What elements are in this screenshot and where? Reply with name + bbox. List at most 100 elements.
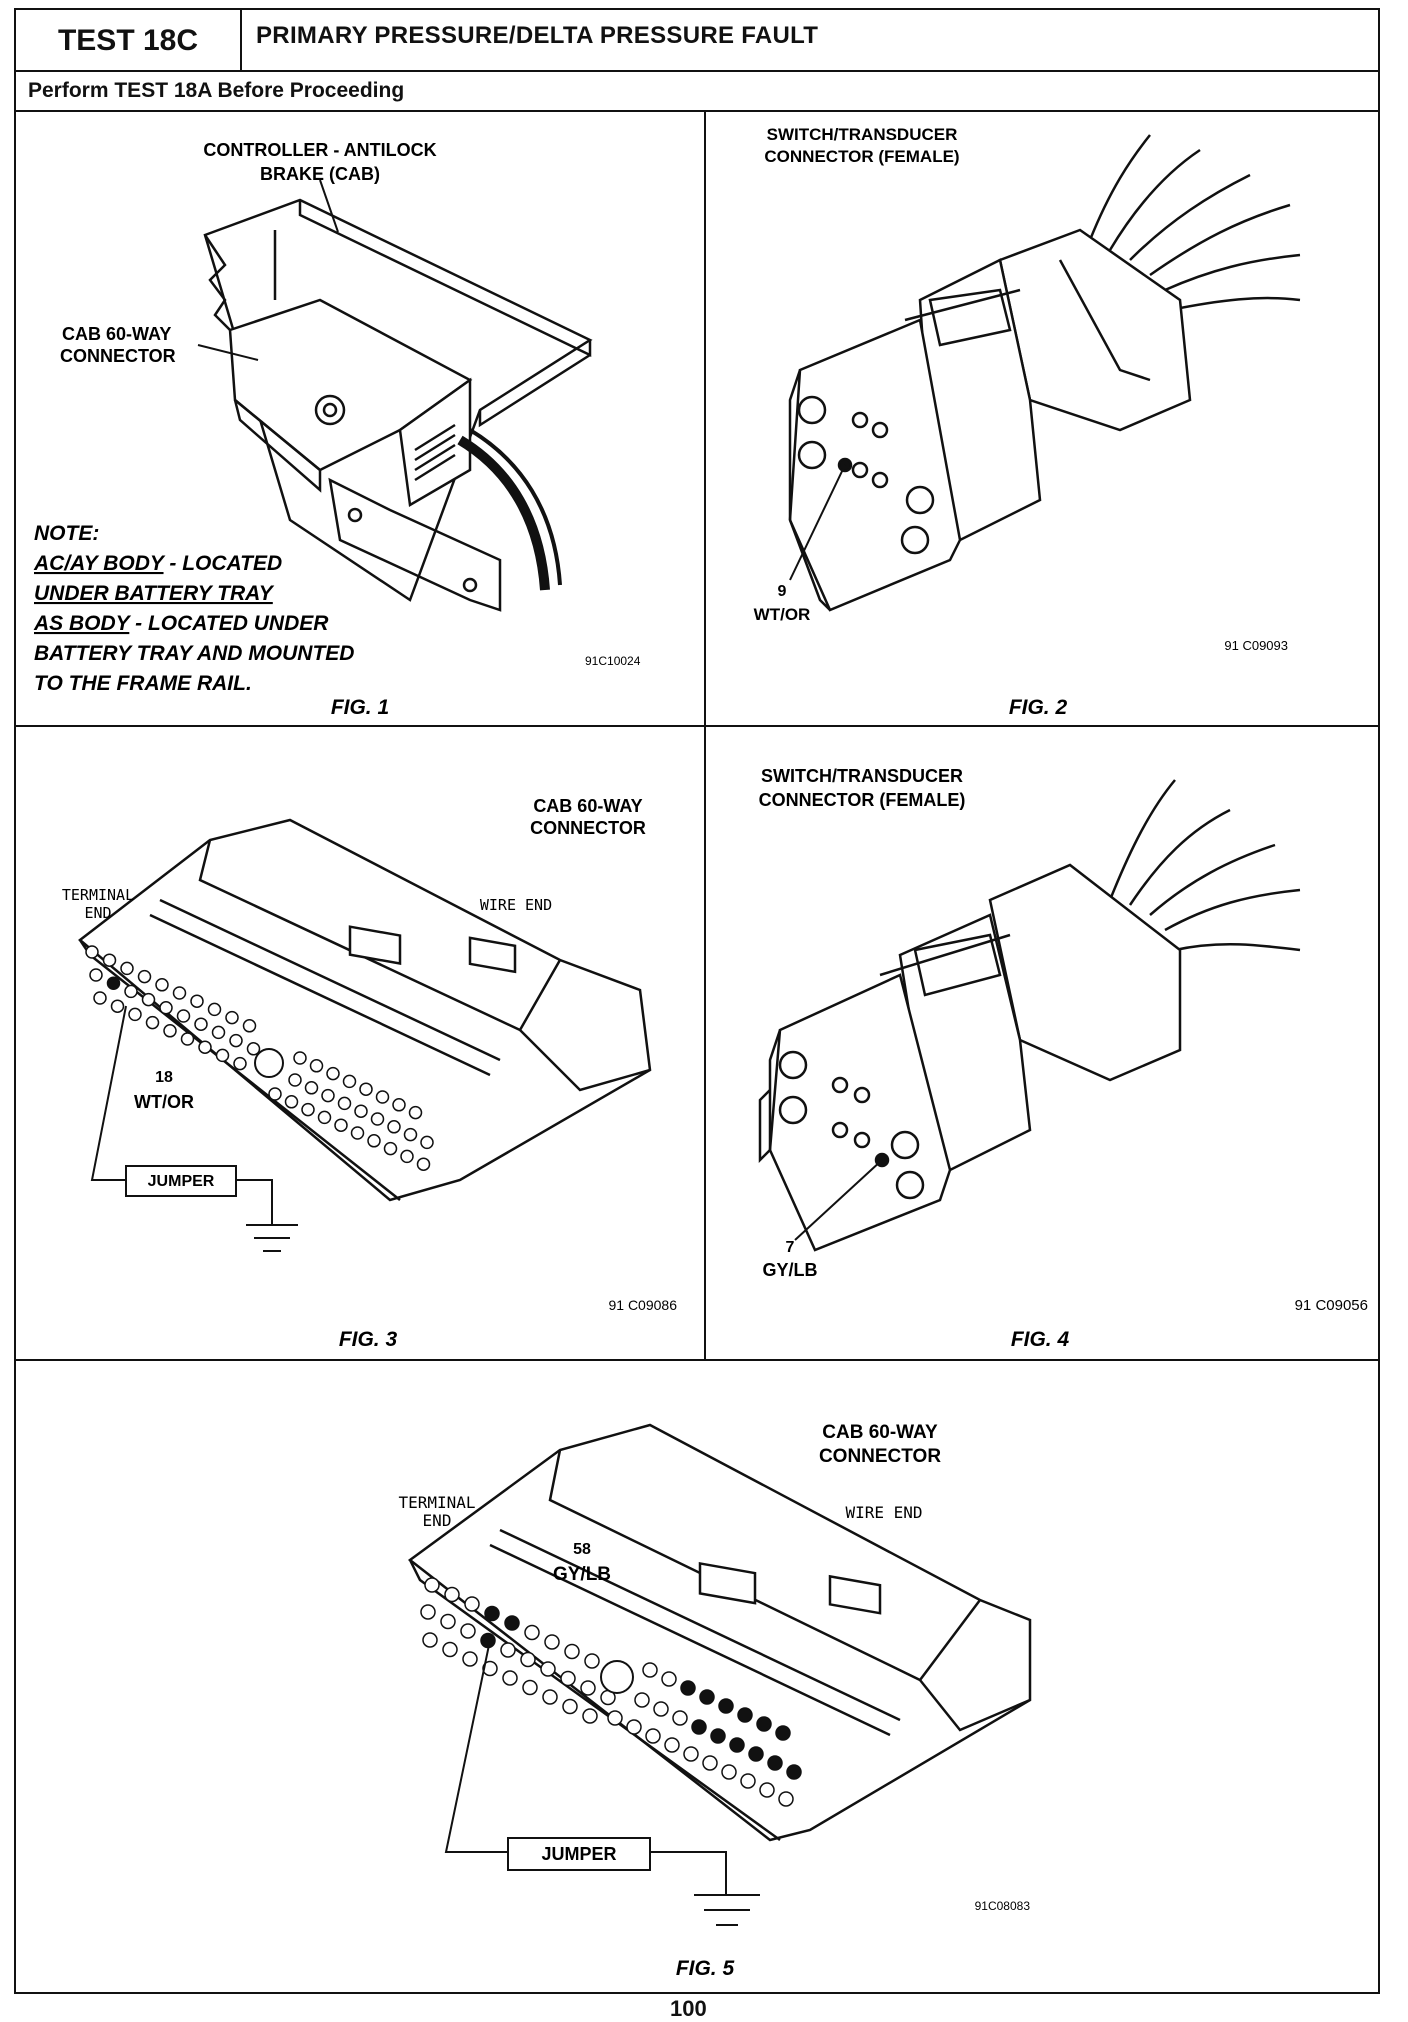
connector-pin bbox=[124, 984, 138, 999]
page-title: PRIMARY PRESSURE/DELTA PRESSURE FAULT bbox=[256, 22, 819, 49]
fig5-jumper-label: JUMPER bbox=[541, 1844, 616, 1864]
figure-grid bbox=[14, 110, 1380, 1361]
connector-pin bbox=[326, 1066, 340, 1081]
connector-pin bbox=[120, 961, 134, 976]
connector-pin bbox=[718, 1698, 734, 1714]
fig5-code: 91C08083 bbox=[975, 1899, 1031, 1913]
connector-pin bbox=[288, 1073, 302, 1087]
connector-pin bbox=[106, 976, 121, 990]
connector-pin bbox=[564, 1643, 580, 1660]
fig1-controller-label-2: BRAKE (CAB) bbox=[260, 164, 380, 184]
connector-pin bbox=[691, 1719, 707, 1735]
connector-pin bbox=[317, 1110, 332, 1125]
connector-pin bbox=[542, 1689, 558, 1705]
page-number: 100 bbox=[670, 1996, 707, 2021]
fig3-code: 91 C09086 bbox=[608, 1297, 677, 1313]
connector-pin bbox=[748, 1746, 764, 1762]
connector-pin bbox=[367, 1134, 381, 1148]
connector-pin bbox=[756, 1716, 772, 1732]
connector-pin bbox=[778, 1791, 794, 1807]
fig5-wire-color: GY/LB bbox=[553, 1564, 611, 1585]
connector-pin bbox=[767, 1755, 783, 1771]
connector-pin bbox=[737, 1707, 753, 1723]
fig4-code: 91 C09056 bbox=[1295, 1297, 1368, 1314]
connector-pin bbox=[110, 999, 125, 1013]
fig3-label-1: CAB 60-WAY bbox=[533, 796, 642, 816]
connector-pin bbox=[721, 1764, 737, 1780]
prerequisite-note: Perform TEST 18A Before Proceeding bbox=[16, 72, 1378, 112]
fig4-label-1: SWITCH/TRANSDUCER bbox=[761, 766, 963, 786]
connector-pin bbox=[680, 1680, 696, 1696]
connector-pin bbox=[354, 1104, 368, 1118]
connector-pin bbox=[699, 1689, 715, 1705]
fig5-terminal-label-1: TERMINAL bbox=[398, 1493, 475, 1512]
fig3-terminal-label-2: END bbox=[84, 904, 111, 922]
connector-pin bbox=[159, 1001, 173, 1015]
connector-pin bbox=[337, 1096, 352, 1111]
connector-pin bbox=[85, 945, 99, 959]
fig3-wire-end-label: WIRE END bbox=[480, 896, 552, 914]
fig4-pin-number: 7 bbox=[786, 1239, 795, 1256]
fig1-controller-label-1: CONTROLLER - ANTILOCK bbox=[203, 140, 436, 160]
fig1-note-body-ac: AC/AY BODY bbox=[33, 552, 166, 575]
connector-pin bbox=[284, 1095, 299, 1109]
connector-pin bbox=[242, 1019, 257, 1033]
connector-pin bbox=[460, 1623, 476, 1639]
connector-pin bbox=[500, 1642, 516, 1658]
connector-pin bbox=[211, 1025, 226, 1040]
connector-pin bbox=[229, 1033, 243, 1048]
connector-pin bbox=[403, 1127, 418, 1142]
connector-pin bbox=[462, 1651, 478, 1667]
connector-pin bbox=[702, 1755, 718, 1771]
connector-pin bbox=[375, 1090, 390, 1104]
connector-pin bbox=[464, 1596, 480, 1612]
fig5-label-1: CAB 60-WAY bbox=[822, 1422, 938, 1443]
connector-pin bbox=[664, 1737, 680, 1753]
fig1-note-line5: TO THE FRAME RAIL. bbox=[34, 672, 252, 695]
fig4-wire-color: GY/LB bbox=[762, 1260, 817, 1280]
connector-pin bbox=[141, 992, 156, 1007]
fig4-label-2: CONNECTOR (FEMALE) bbox=[759, 790, 966, 810]
fig5-cab-connector bbox=[407, 1423, 1032, 1842]
fig3-pin-field bbox=[85, 945, 434, 1171]
connector-pin bbox=[321, 1088, 335, 1103]
connector-pin bbox=[246, 1042, 261, 1056]
connector-pin bbox=[422, 1632, 438, 1648]
connector-pin bbox=[540, 1661, 556, 1677]
connector-pin bbox=[225, 1010, 239, 1025]
fig2-label-1: SWITCH/TRANSDUCER bbox=[767, 125, 958, 144]
fig5-center-hole bbox=[600, 1660, 634, 1694]
connector-pin bbox=[400, 1149, 414, 1164]
fig5-label-2: CONNECTOR bbox=[819, 1446, 941, 1467]
fig2-caption: FIG. 2 bbox=[1009, 696, 1068, 719]
connector-pin bbox=[137, 969, 152, 984]
fig5-pin-number: 58 bbox=[573, 1541, 591, 1558]
connector-pin bbox=[334, 1118, 348, 1132]
connector-pin bbox=[408, 1105, 423, 1120]
connector-pin bbox=[359, 1082, 373, 1096]
connector-pin bbox=[176, 1009, 191, 1023]
connector-pin bbox=[710, 1728, 726, 1744]
connector-pin bbox=[350, 1126, 365, 1140]
fig5-caption: FIG. 5 bbox=[676, 1957, 735, 1980]
connector-pin bbox=[580, 1680, 596, 1696]
connector-pin bbox=[522, 1679, 538, 1696]
connector-pin bbox=[207, 1002, 222, 1017]
connector-pin bbox=[172, 986, 187, 1000]
connector-pin bbox=[304, 1081, 319, 1095]
fig5-wire-end-label: WIRE END bbox=[845, 1503, 922, 1522]
connector-pin bbox=[163, 1024, 177, 1038]
connector-pin bbox=[504, 1615, 520, 1631]
fig3-jumper-circuit bbox=[90, 1005, 298, 1252]
connector-pin bbox=[194, 1017, 208, 1031]
fig3-center-hole bbox=[254, 1048, 284, 1078]
fig5-terminal-label-2: END bbox=[423, 1511, 452, 1530]
fig2-code: 91 C09093 bbox=[1224, 638, 1288, 653]
fig2-wire-color: WT/OR bbox=[754, 605, 811, 624]
connector-pin bbox=[215, 1048, 230, 1063]
fig3-caption: FIG. 3 bbox=[339, 1328, 398, 1351]
fig4-caption: FIG. 4 bbox=[1011, 1328, 1070, 1351]
fig3-pin-number: 18 bbox=[155, 1069, 173, 1086]
connector-pin bbox=[145, 1015, 160, 1030]
